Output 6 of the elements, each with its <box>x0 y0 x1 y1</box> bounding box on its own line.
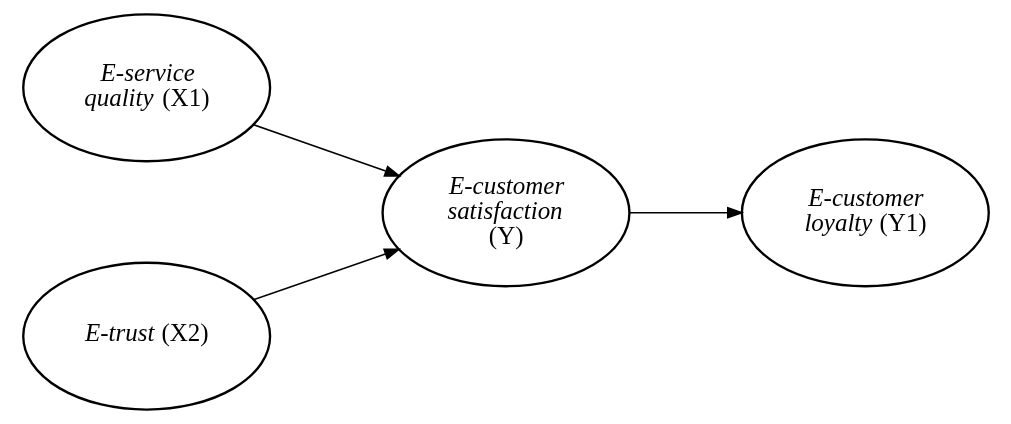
node-ellipse: E-trust (X2) <box>21 261 271 411</box>
arrow <box>252 124 401 177</box>
arrow <box>252 248 401 301</box>
arrow <box>628 206 744 219</box>
node-ellipse: E-customer loyalty (Y1) <box>740 138 990 288</box>
node-ellipse: E-service quality (X1) <box>21 13 271 163</box>
